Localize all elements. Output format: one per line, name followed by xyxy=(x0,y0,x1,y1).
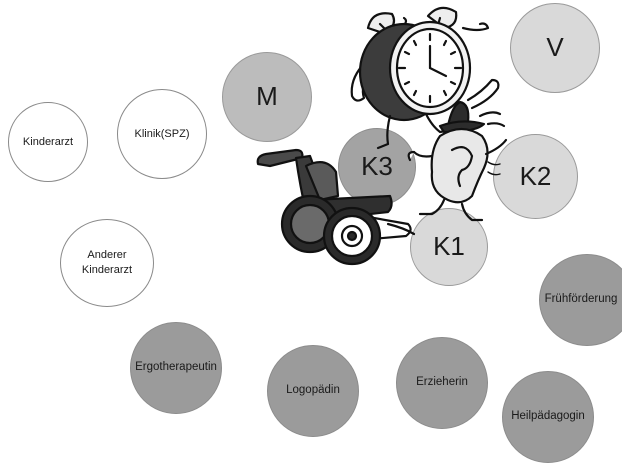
circle-anderer-kinderarzt[interactable]: Anderer Kinderarzt xyxy=(60,219,154,307)
circle-erzieherin[interactable]: Erzieherin xyxy=(396,337,488,429)
label-k3: K3 xyxy=(361,151,393,182)
circle-k2[interactable]: K2 xyxy=(493,134,578,219)
circle-kinderarzt[interactable]: Kinderarzt xyxy=(8,102,88,182)
label-anderer-kinderarzt: Anderer Kinderarzt xyxy=(81,249,133,276)
label-heilpaedagogin: Heilpädagogin xyxy=(511,410,585,423)
ear-with-hat-icon xyxy=(407,100,508,222)
label-k1: K1 xyxy=(433,231,465,262)
label-m: M xyxy=(256,81,278,112)
circle-k1[interactable]: K1 xyxy=(410,208,488,286)
label-ergotherapeutin: Ergotherapeutin xyxy=(135,361,217,374)
label-v: V xyxy=(546,32,564,63)
label-klinik-spz: Klinik(SPZ) xyxy=(134,127,190,140)
label-erzieherin: Erzieherin xyxy=(416,376,468,389)
circle-logopaedin[interactable]: Logopädin xyxy=(267,345,359,437)
circle-klinik-spz[interactable]: Klinik(SPZ) xyxy=(117,89,207,179)
circle-heilpaedagogin[interactable]: Heilpädagogin xyxy=(502,371,594,463)
circle-k3[interactable]: K3 xyxy=(338,128,416,206)
label-logopaedin: Logopädin xyxy=(286,384,340,397)
label-kinderarzt: Kinderarzt xyxy=(22,135,74,148)
circle-m[interactable]: M xyxy=(222,52,312,142)
circle-v[interactable]: V xyxy=(510,3,600,93)
label-k2: K2 xyxy=(519,160,552,191)
circle-fruehfoerderung[interactable]: Frühförderung xyxy=(539,254,622,346)
label-fruehfoerderung: Frühförderung xyxy=(544,293,618,306)
alarm-clock-icon xyxy=(350,6,500,150)
circle-ergotherapeutin[interactable]: Ergotherapeutin xyxy=(130,322,222,414)
